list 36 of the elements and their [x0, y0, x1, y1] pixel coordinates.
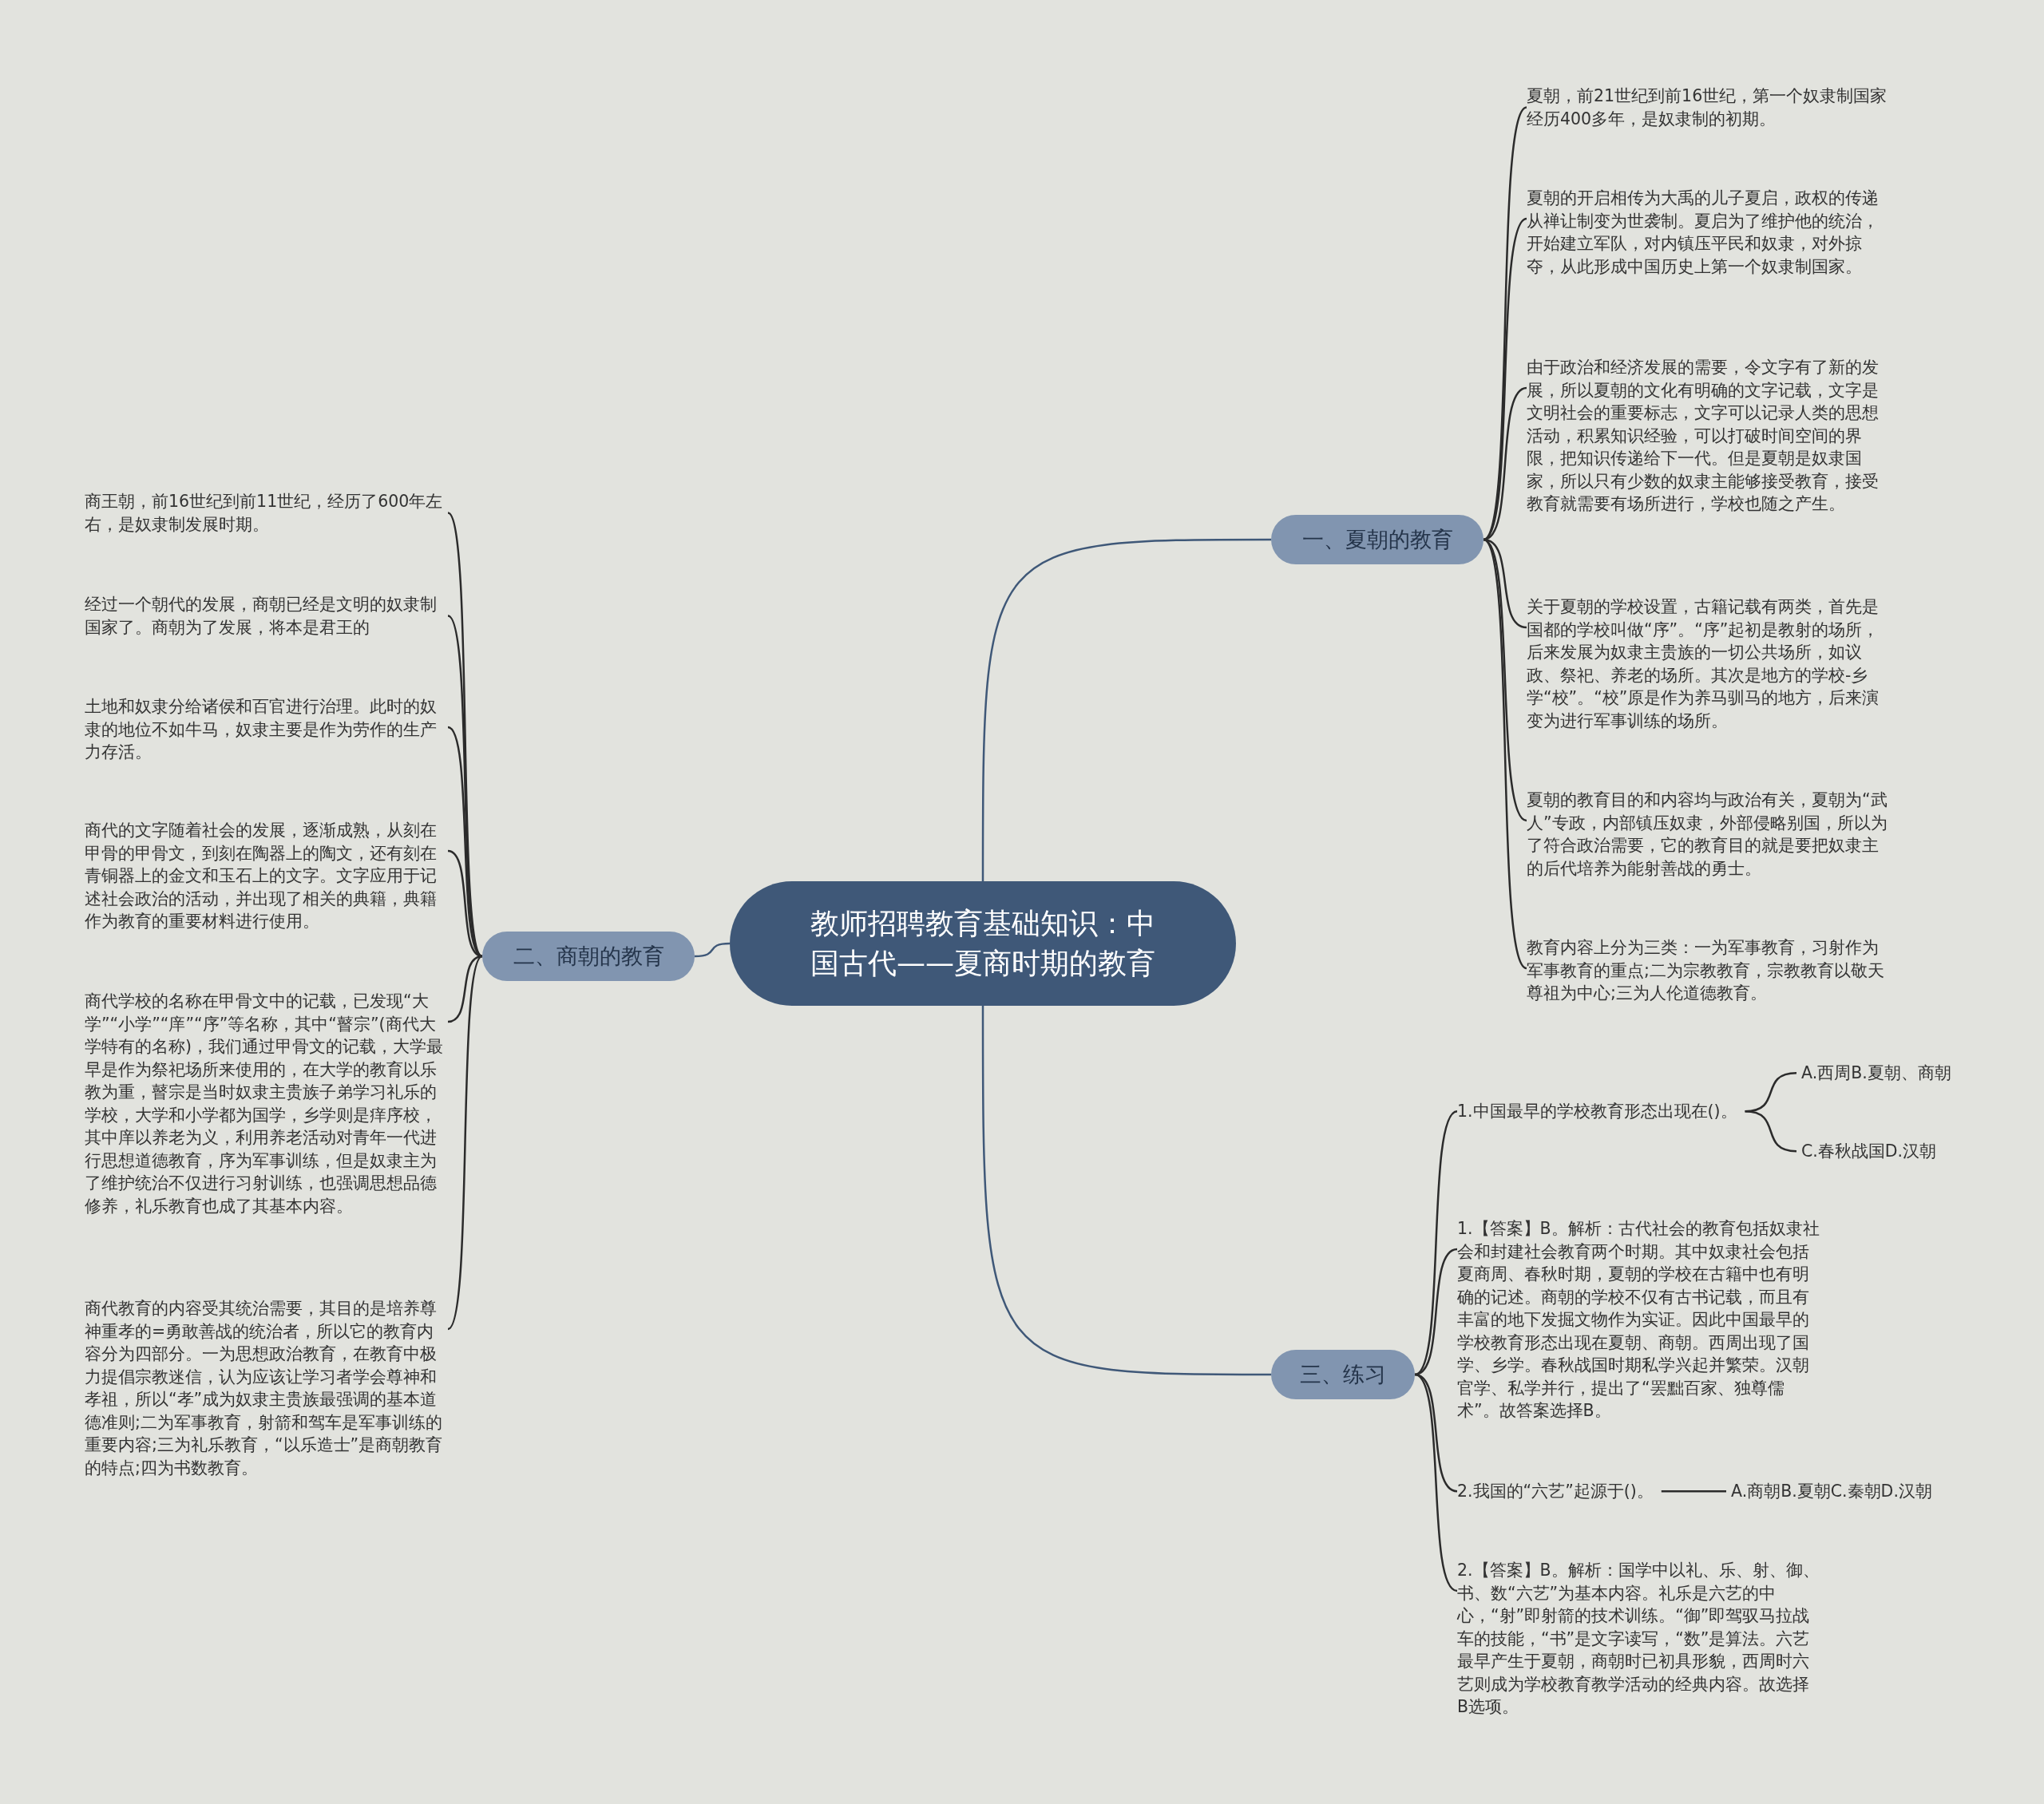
question-text: C.春秋战国D.汉朝 — [1801, 1140, 1937, 1163]
connector-line — [1414, 1373, 1458, 1493]
note-text: 商代学校的名称在甲骨文中的记载，已发现“大学”“小学”“庠”“序”等名称，其中“瞽宗”(商代大学特有的名称)，我们通过甲骨文的记载，大学最早是作为祭祀场所来使用的，在大学的教育以乐教为重，瞽宗是当时奴隶主贵族子弟学习礼乐的学校，大学和小学都为国学，乡学则是痒序校，其中庠以养老为义，利用养老活动对青年一代进行思想道德教育，序为军事训练，但是奴隶主为了维护统治不仅进行习射训练，也强调思想品德修养，礼乐教育也成了其基本内容。 — [85, 990, 448, 1217]
note-text: 教育内容上分为三类：一为军事教育，习射作为军事教育的重点;二为宗教教育，宗教教育以敬天尊祖为中心;三为人伦道德教育。 — [1527, 936, 1890, 1005]
question-text: 1.中国最早的学校教育形态出现在()。 — [1457, 1100, 1737, 1123]
topic-pill: 二、商朝的教育 — [482, 932, 695, 981]
note-text: 1.【答案】B。解析：古代社会的教育包括奴隶社会和封建社会教育两个时期。其中奴隶社会包括夏商周、春秋时期，夏朝的学校在古籍中也有明确的记述。商朝的学校不仅有古书记载，而且有丰富的地下发掘文物作为实证。因此中国最早的学校教育形态出现在夏朝、商朝。西周出现了国学、乡学。春秋战国时期私学兴起并繁荣。汉朝官学、私学并行，提出了“罢黜百家、独尊儒术”。故答案选择B。 — [1457, 1217, 1820, 1422]
note-text: 商代的文字随着社会的发展，逐渐成熟，从刻在甲骨的甲骨文，到刻在陶器上的陶文，还有刻在青铜器上的金文和玉石上的文字。文字应用于记述社会政治的活动，并出现了相关的典籍，典籍作为教育的重要材料进行使用。 — [85, 819, 448, 933]
connector-line — [1483, 386, 1527, 541]
note-text: 2.【答案】B。解析：国学中以礼、乐、射、御、书、数“六艺”为基本内容。礼乐是六艺的中心，“射”即射箭的技术训练。“御”即驾驭马拉战车的技能，“书”是文字读写，“数”是算法。六艺最早产生于夏朝，商朝时已初具形貌，西周时六艺则成为学校教育教学活动的经典内容。故选择B选项。 — [1457, 1559, 1820, 1719]
note-text: 夏朝的教育目的和内容均与政治有关，夏朝为“武人”专政，内部镇压奴隶，外部侵略别国，所以为了符合政治需要，它的教育目的就是要把奴隶主的后代培养为能射善战的勇士。 — [1527, 789, 1890, 880]
connector-line — [1745, 1110, 1797, 1153]
connector-line — [1483, 539, 1527, 969]
central-topic: 教师招聘教育基础知识：中国古代——夏商时期的教育 — [730, 881, 1236, 1006]
connector-line — [1414, 1373, 1458, 1592]
connector-line — [1414, 1248, 1458, 1376]
note-text: 关于夏朝的学校设置，古籍记载有两类，首先是国都的学校叫做“序”。“序”起初是教射的场所，后来发展为奴隶主贵族的一切公共场所，如议政、祭祀、养老的场所。其次是地方的学校-乡学“校”。“校”原是作为养马驯马的地方，后来演变为进行军事训练的场所。 — [1527, 595, 1890, 732]
connector-line — [981, 538, 1271, 881]
note-text: 商王朝，前16世纪到前11世纪，经历了600年左右，是奴隶制发展时期。 — [85, 490, 448, 536]
note-text: 商代教育的内容受其统治需要，其目的是培养尊神重孝的=勇敢善战的统治者，所以它的教育内容分为四部分。一为思想政治教育，在教育中极力提倡宗教迷信，认为应该让学习者学会尊神和孝祖，所以“孝”成为奴隶主贵族最强调的基本道德准则;二为军事教育，射箭和驾车是军事训练的重要内容;三为礼乐教育，“以乐造士”是商朝教育的特点;四为书数教育。 — [85, 1297, 448, 1479]
connector-line — [1483, 106, 1527, 540]
note-text: 经过一个朝代的发展，商朝已经是文明的奴隶制国家了。商朝为了发展，将本是君王的 — [85, 593, 448, 639]
note-text: 夏朝，前21世纪到前16世纪，第一个奴隶制国家经历400多年，是奴隶制的初期。 — [1527, 85, 1890, 130]
connector-line — [694, 942, 731, 958]
connector-line — [1661, 1490, 1726, 1493]
note-text: 夏朝的开启相传为大禹的儿子夏启，政权的传递从禅让制变为世袭制。夏启为了维护他的统治，开始建立军队，对内镇压平民和奴隶，对外掠夺，从此形成中国历史上第一个奴隶制国家。 — [1527, 187, 1890, 278]
note-text: 由于政治和经济发展的需要，令文字有了新的发展，所以夏朝的文化有明确的文字记载，文字是文明社会的重要标志，文字可以记录人类的思想活动，积累知识经验，可以打破时间空间的界限，把知识传递给下一代。但是夏朝是奴隶国家，所以只有少数的奴隶主能够接受教育，接受教育就需要有场所进行，学校也随之产生。 — [1527, 356, 1890, 516]
question-text: A.西周B.夏朝、商朝 — [1801, 1062, 1951, 1085]
topic-pill: 一、夏朝的教育 — [1271, 515, 1483, 564]
topic-pill: 三、练习 — [1271, 1350, 1415, 1399]
connector-line — [981, 1006, 1271, 1376]
connector-line — [447, 955, 483, 1023]
connector-line — [447, 955, 483, 1330]
question-text: A.商朝B.夏朝C.秦朝D.汉朝 — [1731, 1480, 1932, 1503]
question-text: 2.我国的“六艺”起源于()。 — [1457, 1480, 1654, 1503]
note-text: 土地和奴隶分给诸侯和百官进行治理。此时的奴隶的地位不如牛马，奴隶主要是作为劳作的生产力存活。 — [85, 695, 448, 764]
